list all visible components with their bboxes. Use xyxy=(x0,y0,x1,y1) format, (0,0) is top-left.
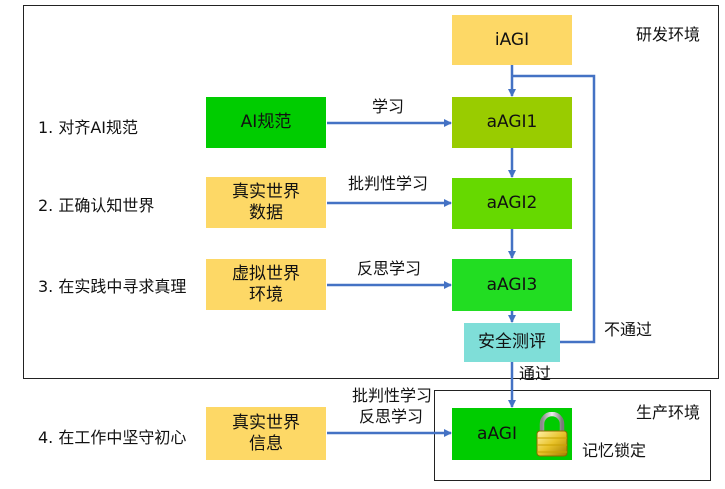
edge-label-pass: 通过 xyxy=(519,364,552,383)
input-real-world-data: 真实世界 数据 xyxy=(206,177,326,228)
input-ai-norms: AI规范 xyxy=(206,97,326,148)
model-aagi1: aAGI1 xyxy=(452,97,572,148)
edge-label-reflect-learn: 反思学习 xyxy=(357,259,422,278)
edge-label-learn: 学习 xyxy=(372,97,405,116)
stage-label-3: 3. 在实践中寻求真理 xyxy=(38,277,187,296)
stage-label-2: 2. 正确认知世界 xyxy=(38,196,155,215)
input-virtual-world-env: 虚拟世界 环境 xyxy=(206,259,326,310)
edge-label-prod-critical-learn: 批判性学习 xyxy=(352,386,433,405)
prod-environment-frame xyxy=(434,390,711,481)
dev-environment-label: 研发环境 xyxy=(636,25,701,44)
edge-label-fail: 不通过 xyxy=(604,320,653,339)
arrow-fail-loop xyxy=(513,74,596,344)
stage-label-1: 1. 对齐AI规范 xyxy=(38,118,139,137)
safety-evaluation: 安全测评 xyxy=(464,323,560,362)
prod-environment-label: 生产环境 xyxy=(636,403,701,422)
stage-label-4: 4. 在工作中坚守初心 xyxy=(38,428,187,447)
padlock-icon xyxy=(536,412,568,457)
model-aagi3: aAGI3 xyxy=(452,259,572,311)
input-real-world-info: 真实世界 信息 xyxy=(206,407,326,460)
edge-label-prod-reflect-learn: 反思学习 xyxy=(359,407,424,426)
edge-label-critical-learn: 批判性学习 xyxy=(348,174,429,193)
model-iagi: iAGI xyxy=(452,15,572,65)
dev-environment-frame xyxy=(23,5,719,379)
memory-lock-label: 记忆锁定 xyxy=(582,441,647,460)
model-aagi2: aAGI2 xyxy=(452,178,572,229)
